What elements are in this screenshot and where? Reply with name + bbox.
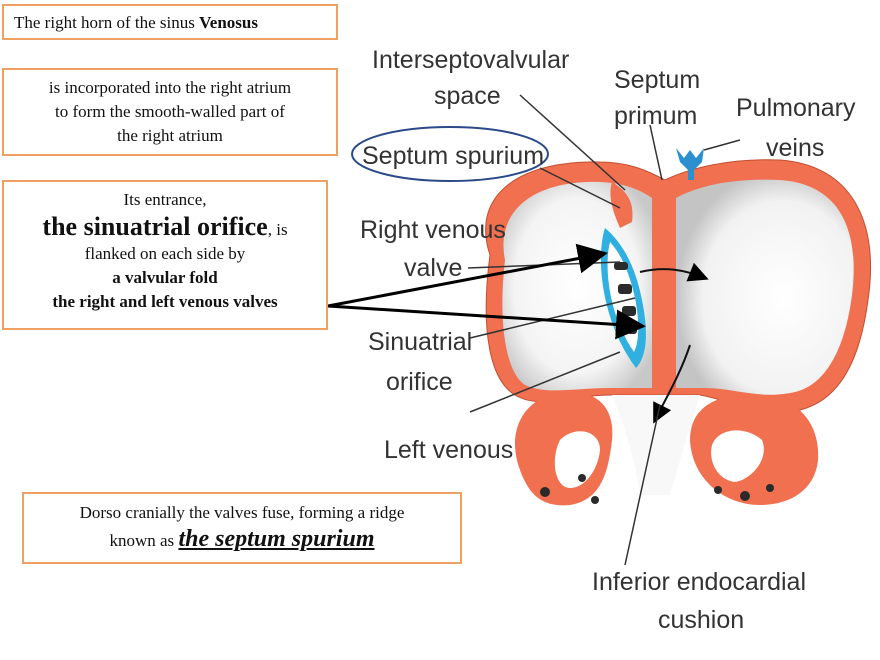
- incorporated-line-2: to form the smooth-walled part of: [55, 102, 285, 121]
- label-right-venous: Right venous: [360, 216, 506, 244]
- valve-dark-2: [618, 284, 632, 294]
- right-horn-bold: Venosus: [199, 13, 258, 32]
- incorporated-box: is incorporated into the right atrium to…: [2, 68, 338, 156]
- sinuatrial-orifice-box: Its entrance, the sinuatrial orifice, is…: [2, 180, 328, 330]
- right-cushion-hollow: [711, 430, 764, 482]
- central-passage: [612, 395, 700, 495]
- incorporated-line-3: the right atrium: [117, 126, 223, 145]
- cushion-spot: [714, 486, 722, 494]
- right-atrium-cavity: [502, 181, 652, 391]
- label-sinuatrial-2: orifice: [386, 368, 453, 396]
- septum-primum: [658, 180, 672, 338]
- cushion-spot: [540, 487, 550, 497]
- label-right-venous-2: valve: [404, 254, 462, 282]
- septum-spurium-ellipse: [351, 126, 549, 182]
- cushion-spot: [740, 491, 750, 501]
- valve-dark-1: [614, 262, 628, 270]
- label-pulmonary: Pulmonary: [736, 94, 856, 122]
- entrance-line-1: Its entrance,: [123, 190, 207, 209]
- arrow-to-right-valve: [327, 243, 608, 308]
- label-septum-primum-2: primum: [614, 102, 697, 130]
- label-sinuatrial: Sinuatrial: [368, 328, 472, 356]
- entrance-line-3: flanked on each side by: [84, 244, 246, 263]
- label-septum-spurium: Septum spurium: [362, 142, 544, 170]
- dorso-line-2: known as the septum spurium: [24, 526, 460, 554]
- dorso-known-as: known as: [109, 531, 179, 550]
- right-horn-box: The right horn of the sinus Venosus: [2, 4, 338, 40]
- cushion-spot: [578, 474, 586, 482]
- right-horn-text: The right horn of the sinus: [14, 13, 200, 32]
- label-interseptovalvular: Interseptovalvular: [372, 46, 569, 74]
- valve-dark-3: [622, 306, 636, 316]
- dorso-cranially-box: Dorso cranially the valves fuse, forming…: [22, 492, 462, 564]
- septum-spurium-ridge: [610, 182, 633, 228]
- left-atrium-cavity: [676, 179, 854, 395]
- cushion-spot: [591, 496, 599, 504]
- label-pulmonary-2: veins: [766, 134, 824, 162]
- arrow-to-left-valve: [327, 304, 646, 340]
- left-cushion-hollow: [554, 431, 600, 488]
- incorporated-line-1: is incorporated into the right atrium: [48, 78, 292, 97]
- entrance-after-term: , is: [267, 220, 288, 239]
- label-inferior-2: cushion: [658, 606, 744, 634]
- pulmonary-vein-shape: [676, 148, 704, 180]
- leader-lines: [467, 94, 741, 566]
- label-interseptovalvular-2: space: [434, 82, 501, 110]
- flow-arrow: [639, 262, 709, 282]
- label-inferior: Inferior endocardial: [592, 568, 806, 596]
- entrance-line-5: the right and left venous valves: [52, 292, 278, 311]
- entrance-line-2: the sinuatrial orifice, is: [4, 212, 326, 242]
- entrance-line-4: a valvular fold: [112, 268, 218, 287]
- sinuatrial-orifice-term: the sinuatrial orifice: [42, 212, 268, 241]
- label-septum-primum: Septum: [614, 66, 700, 94]
- cushion-spot: [766, 484, 774, 492]
- dorso-line-1: Dorso cranially the valves fuse, forming…: [79, 503, 405, 522]
- septum-spurium-term: the septum spurium: [178, 526, 375, 552]
- label-left-venous: Left venous: [384, 436, 513, 464]
